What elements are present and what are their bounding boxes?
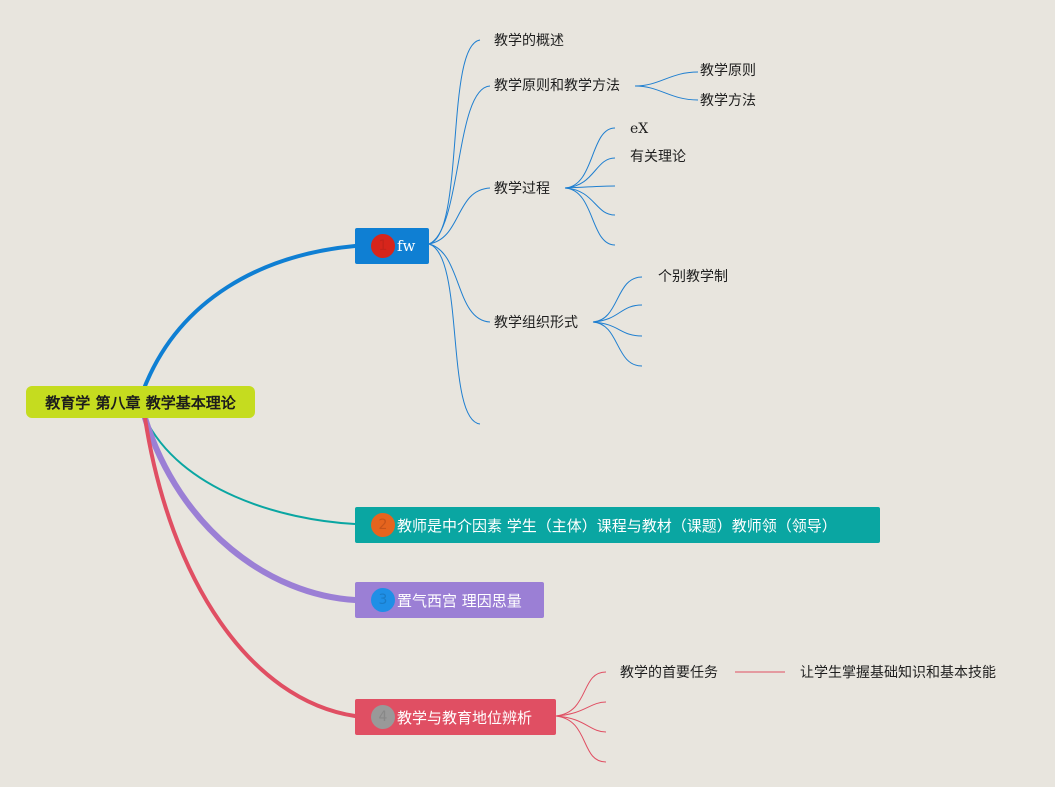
subtopic-teaching-process[interactable]: 教学过程	[494, 181, 550, 197]
subtopic-individual-teaching[interactable]: 个别教学制	[658, 269, 728, 285]
subtopic-basic-knowledge-skills[interactable]: 让学生掌握基础知识和基本技能	[800, 665, 996, 681]
branch-2-label: 教师是中介因素 学生（主体）课程与教材（课题）教师领（领导）	[397, 516, 837, 535]
connector-root-branch-1	[143, 244, 357, 388]
connector-root-branch-2	[144, 417, 356, 525]
branch-1-connectors	[428, 39, 699, 425]
priority-1-badge: 1	[371, 234, 395, 258]
branch-3-label: 置气西宫 理因思量	[397, 591, 522, 610]
subtopic-teaching-overview[interactable]: 教学的概述	[494, 33, 564, 49]
subtopic-ex[interactable]: eX	[630, 121, 649, 137]
root-topic[interactable]: 教育学 第八章 教学基本理论	[26, 386, 255, 418]
connector-root-branch-3	[142, 415, 358, 603]
subtopic-teaching-principles[interactable]: 教学原则	[700, 63, 756, 79]
branch-4-label: 教学与教育地位辨析	[397, 708, 533, 727]
branch-1-label: fw	[397, 237, 416, 255]
priority-4-badge: 4	[371, 705, 395, 729]
subtopic-primary-task[interactable]: 教学的首要任务	[620, 665, 718, 681]
subtopic-organization-forms[interactable]: 教学组织形式	[494, 315, 578, 331]
branch-4-connectors	[555, 671, 785, 763]
subtopic-principles-methods[interactable]: 教学原则和教学方法	[494, 78, 620, 94]
branch-3-topic[interactable]: 3 置气西宫 理因思量	[355, 582, 544, 618]
branch-4-topic[interactable]: 4 教学与教育地位辨析	[355, 699, 556, 735]
connector-root-branch-4	[143, 416, 357, 718]
subtopic-teaching-methods[interactable]: 教学方法	[700, 93, 756, 109]
branch-2-topic[interactable]: 2 教师是中介因素 学生（主体）课程与教材（课题）教师领（领导）	[355, 507, 880, 543]
branch-1-topic[interactable]: 1 fw	[355, 228, 429, 264]
root-topic-label: 教育学 第八章 教学基本理论	[45, 393, 236, 412]
priority-3-badge: 3	[371, 588, 395, 612]
subtopic-related-theory[interactable]: 有关理论	[630, 149, 686, 165]
priority-2-badge: 2	[371, 513, 395, 537]
